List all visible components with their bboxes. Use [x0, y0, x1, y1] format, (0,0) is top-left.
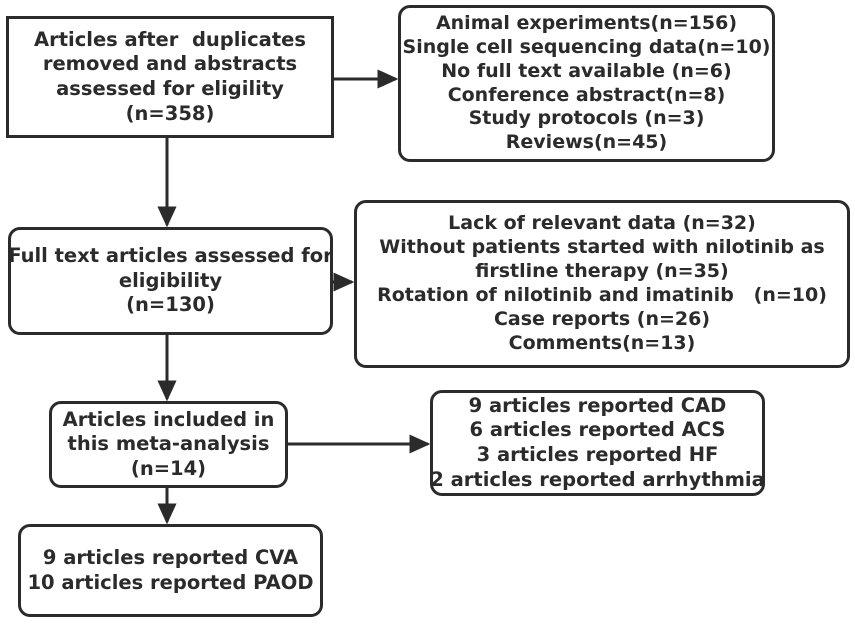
box-text-line: Study protocols (n=3) — [468, 107, 705, 130]
box-text-line: eligibility — [118, 268, 223, 292]
box-text-line: Without patients started with nilotinib … — [379, 236, 825, 259]
box-text-line: Comments(n=13) — [508, 331, 696, 354]
box-full-text-articles-assessed: Full text articles assessed for eligibil… — [8, 227, 333, 335]
box-first-exclusion-reasons: Animal experiments(n=156) Single cell se… — [398, 5, 775, 162]
box-text-line: 9 articles reported CAD — [468, 393, 727, 417]
box-text-line: assessed for eligility — [56, 77, 284, 100]
box-text-line: (n=130) — [126, 293, 215, 317]
box-text-line: 6 articles reported ACS — [469, 418, 726, 442]
box-text-line: Animal experiments(n=156) — [435, 11, 738, 34]
box-text-line: Full text articles assessed for — [8, 244, 333, 268]
box-text-line: 3 articles reported HF — [476, 443, 719, 466]
box-text-line: removed and abstracts — [42, 52, 298, 76]
box-text-line: Conference abstract(n=8) — [447, 83, 726, 106]
box-text-line: Articles after duplicates — [33, 27, 306, 51]
box-text-line: (n=14) — [130, 456, 207, 480]
box-second-exclusion-reasons: Lack of relevant data (n=32) Without pat… — [354, 200, 850, 368]
box-text-line: firstline therapy (n=35) — [475, 260, 729, 283]
box-articles-after-duplicates-removed: Articles after duplicates removed and ab… — [6, 16, 334, 138]
box-text-line: 9 articles reported CVA — [42, 545, 299, 569]
box-text-line: this meta-analysis — [67, 432, 270, 456]
box-text-line: Rotation of nilotinib and imatinib (n=10… — [377, 284, 827, 306]
box-text-line: 10 articles reported PAOD — [27, 570, 314, 594]
box-text-line: No full text available (n=6) — [441, 59, 732, 82]
box-text-line: (n=358) — [125, 101, 215, 125]
box-text-line: Articles included in — [62, 407, 275, 431]
box-text-line: Reviews(n=45) — [505, 131, 668, 154]
box-text-line: 2 articles reported arrhythmia — [430, 467, 765, 491]
box-text-line: Lack of relevant data (n=32) — [448, 212, 756, 235]
box-articles-included-in-meta-analysis: Articles included in this meta-analysis … — [49, 401, 288, 488]
box-vascular-outcomes-reported: 9 articles reported CVA 10 articles repo… — [18, 524, 323, 617]
box-text-line: Case reports (n=26) — [493, 307, 711, 330]
box-cardiac-outcomes-reported: 9 articles reported CAD 6 articles repor… — [430, 390, 765, 496]
box-text-line: Single cell sequencing data(n=10) — [402, 35, 771, 58]
